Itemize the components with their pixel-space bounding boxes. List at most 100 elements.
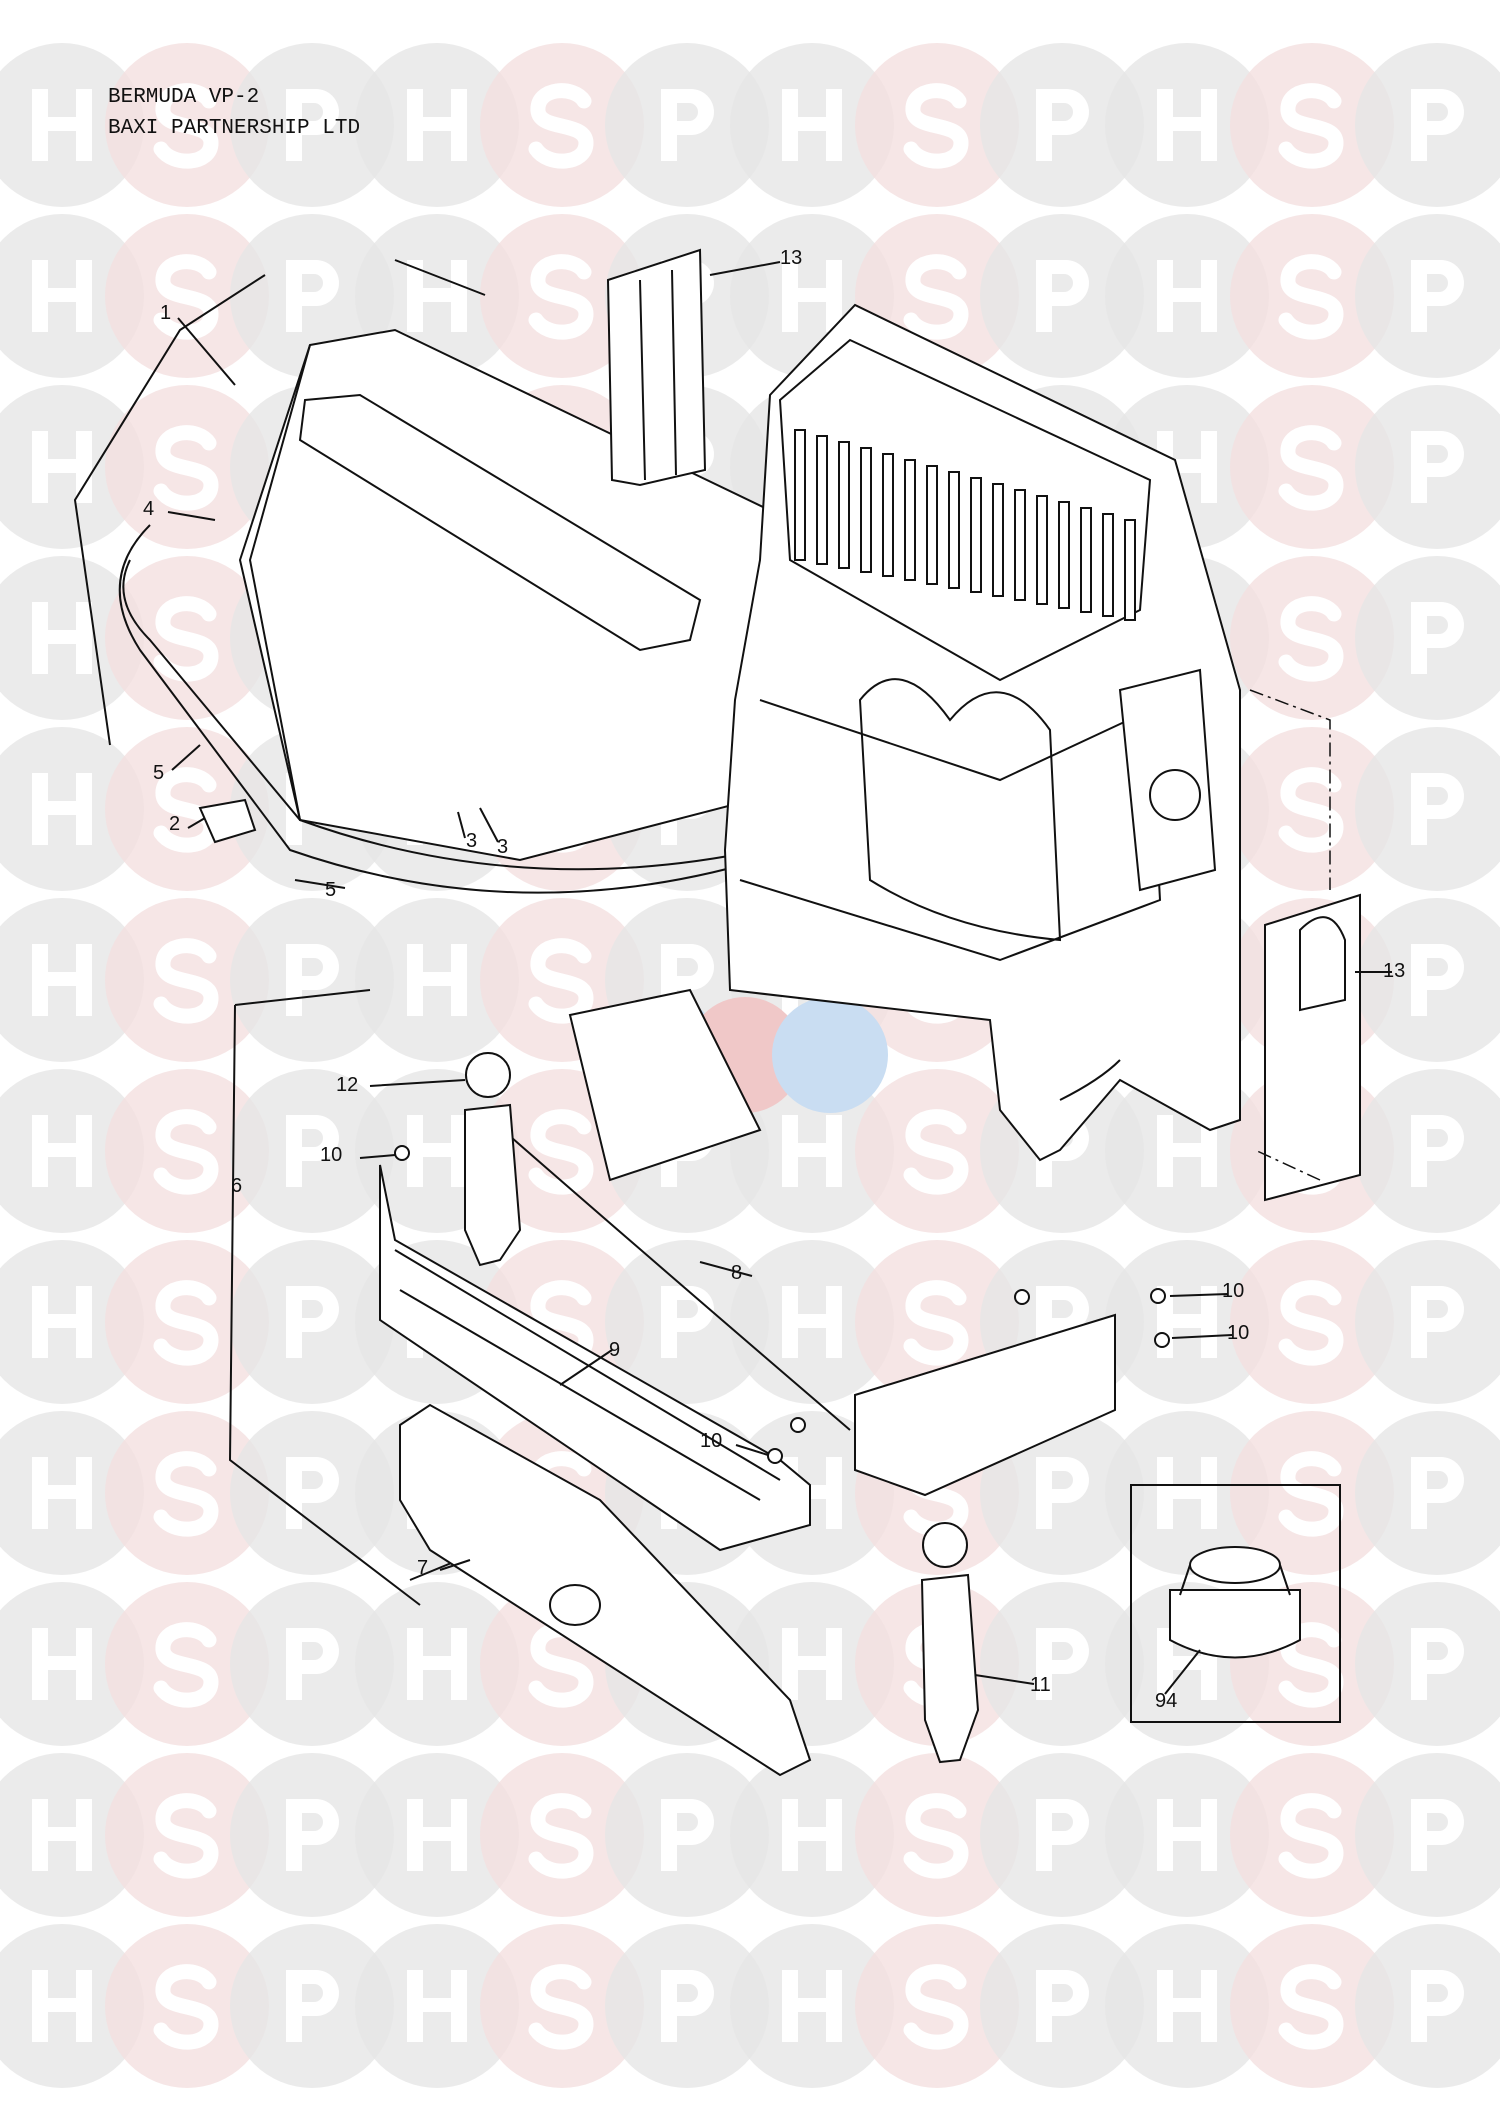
callout-6[interactable]: 6 bbox=[231, 1175, 243, 1197]
watermark-h-circle bbox=[1105, 1753, 1269, 1917]
watermark-s-circle bbox=[1230, 1924, 1394, 2088]
callout-13[interactable]: 13 bbox=[780, 247, 803, 269]
watermark-letter-p-shape bbox=[1411, 431, 1464, 503]
finial-leg-part-11[interactable] bbox=[920, 1522, 980, 1764]
heat-exchanger-fin bbox=[838, 441, 850, 569]
watermark-s-circle bbox=[1230, 214, 1394, 378]
heat-exchanger-fin bbox=[794, 429, 806, 561]
watermark-letter-s-shape bbox=[1278, 1451, 1344, 1537]
heat-exchanger-fin bbox=[1102, 513, 1114, 617]
callout-9[interactable]: 9 bbox=[609, 1339, 621, 1361]
watermark-p-circle bbox=[980, 1582, 1144, 1746]
callout-5[interactable]: 5 bbox=[325, 879, 337, 901]
fire-body-assembly[interactable] bbox=[723, 303, 1241, 1162]
watermark-letter-s-shape bbox=[528, 83, 594, 169]
watermark-letter-p-shape bbox=[1036, 1628, 1089, 1700]
center-logo-circle bbox=[772, 997, 888, 1113]
fret-base-part-6[interactable] bbox=[228, 989, 1116, 1606]
side-trim-part-13-right[interactable] bbox=[1264, 893, 1361, 1202]
screws-part-10[interactable] bbox=[394, 1145, 1170, 1464]
watermark-s-circle bbox=[480, 43, 644, 207]
watermark-letter-h-shape bbox=[782, 1799, 842, 1871]
watermark-letter-p-shape bbox=[1411, 944, 1464, 1016]
callout-5[interactable]: 5 bbox=[153, 762, 165, 784]
front-fret-part-7[interactable] bbox=[399, 1403, 812, 1777]
watermark-letter-p-shape bbox=[661, 1970, 714, 2042]
callout-4[interactable]: 4 bbox=[143, 498, 155, 520]
watermark-h-circle bbox=[0, 1240, 144, 1404]
watermark-p-circle bbox=[1355, 727, 1500, 891]
watermark-p-circle bbox=[605, 1753, 769, 1917]
watermark-letter-s-shape bbox=[1278, 1964, 1344, 2050]
watermark-letter-s-shape bbox=[1278, 1622, 1344, 1708]
watermark-letter-s-shape bbox=[903, 1964, 969, 2050]
watermark-s-circle bbox=[1230, 1753, 1394, 1917]
watermark-letter-h-shape bbox=[1157, 1970, 1217, 2042]
watermark-letter-p-shape bbox=[661, 89, 714, 161]
callout-8[interactable]: 8 bbox=[731, 1262, 743, 1284]
watermark-letter-s-shape bbox=[903, 1280, 969, 1366]
watermark-p-circle bbox=[1355, 1582, 1500, 1746]
watermark-p-circle bbox=[230, 1753, 394, 1917]
watermark-h-circle bbox=[730, 1924, 894, 2088]
watermark-letter-s-shape bbox=[528, 254, 594, 340]
watermark-letter-p-shape bbox=[286, 1286, 339, 1358]
watermark-s-circle bbox=[105, 556, 269, 720]
watermark-h-circle bbox=[0, 898, 144, 1062]
heat-exchanger-fin bbox=[926, 465, 938, 585]
callout-94[interactable]: 94 bbox=[1155, 1690, 1178, 1712]
watermark-s-circle bbox=[105, 1582, 269, 1746]
watermark-s-circle bbox=[1230, 556, 1394, 720]
callout-10[interactable]: 10 bbox=[320, 1144, 343, 1166]
callout-10[interactable]: 10 bbox=[1222, 1280, 1245, 1302]
heat-exchanger-fin bbox=[860, 447, 872, 573]
watermark-letter-p-shape bbox=[286, 1115, 339, 1187]
callout-13[interactable]: 13 bbox=[1383, 960, 1406, 982]
callout-10[interactable]: 10 bbox=[700, 1430, 723, 1452]
watermark-p-circle bbox=[230, 1411, 394, 1575]
watermark-letter-h-shape bbox=[407, 1115, 467, 1187]
finial-leg-part-12[interactable] bbox=[464, 1052, 522, 1267]
watermark-letter-s-shape bbox=[153, 83, 219, 169]
callout-7[interactable]: 7 bbox=[417, 1557, 429, 1579]
callout-3[interactable]: 3 bbox=[497, 836, 509, 858]
watermark-s-circle bbox=[855, 1924, 1019, 2088]
badge-part-2[interactable] bbox=[198, 798, 257, 844]
watermark-p-circle bbox=[1355, 43, 1500, 207]
watermark-letter-h-shape bbox=[32, 602, 92, 674]
watermark-letter-s-shape bbox=[1278, 254, 1344, 340]
heat-exchanger-fin bbox=[1058, 501, 1070, 609]
side-trim-part-13-left[interactable] bbox=[606, 248, 707, 487]
heat-exchanger-fin bbox=[948, 471, 960, 589]
watermark-letter-p-shape bbox=[286, 89, 339, 161]
callout-11[interactable]: 11 bbox=[1030, 1674, 1051, 1696]
watermark-letter-p-shape bbox=[286, 1457, 339, 1529]
watermark-s-circle bbox=[1230, 43, 1394, 207]
watermark-p-circle bbox=[1355, 214, 1500, 378]
callout-2[interactable]: 2 bbox=[169, 813, 181, 835]
watermark-s-circle bbox=[105, 1753, 269, 1917]
watermark-letter-p-shape bbox=[1411, 1457, 1464, 1529]
watermark-letter-h-shape bbox=[407, 944, 467, 1016]
watermark-p-circle bbox=[1355, 1240, 1500, 1404]
watermark-s-circle bbox=[105, 1240, 269, 1404]
inset-box-part-94[interactable] bbox=[1130, 1484, 1341, 1723]
heat-exchanger-fin bbox=[1014, 489, 1026, 601]
watermark-p-circle bbox=[1355, 1411, 1500, 1575]
watermark-h-circle bbox=[0, 1924, 144, 2088]
hearth-plate-part-8[interactable] bbox=[479, 988, 851, 1431]
watermark-s-circle bbox=[855, 1753, 1019, 1917]
callout-12[interactable]: 12 bbox=[336, 1074, 359, 1096]
watermark-s-circle bbox=[105, 1411, 269, 1575]
watermark-letter-s-shape bbox=[153, 1280, 219, 1366]
watermark-s-circle bbox=[855, 1069, 1019, 1233]
watermark-s-circle bbox=[105, 1069, 269, 1233]
watermark-letter-s-shape bbox=[1278, 767, 1344, 853]
watermark-letter-h-shape bbox=[782, 1628, 842, 1700]
watermark-h-circle bbox=[0, 556, 144, 720]
watermark-h-circle bbox=[0, 727, 144, 891]
callout-1[interactable]: 1 bbox=[160, 302, 172, 324]
heat-exchanger-fin bbox=[1080, 507, 1092, 613]
callout-10[interactable]: 10 bbox=[1227, 1322, 1250, 1344]
callout-3[interactable]: 3 bbox=[466, 830, 478, 852]
